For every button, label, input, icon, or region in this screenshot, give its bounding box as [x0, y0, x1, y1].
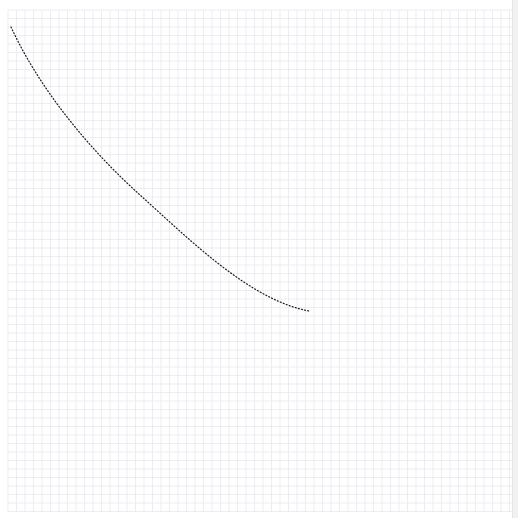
grid-lines — [7, 9, 512, 512]
vertical-scrollbar[interactable] — [512, 0, 518, 518]
